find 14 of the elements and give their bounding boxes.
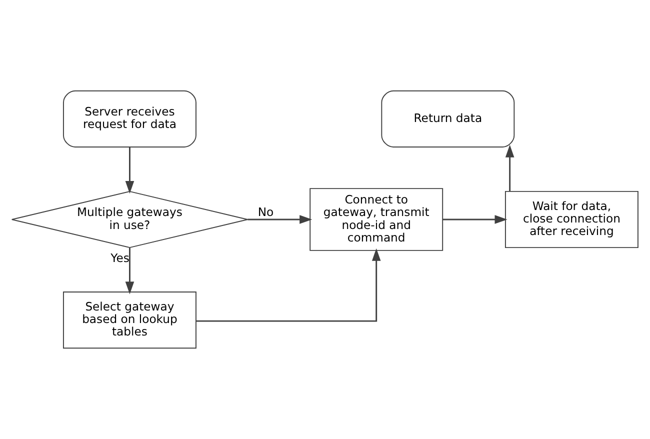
node-box: Select gateway based on lookup tables xyxy=(62,292,196,349)
node-box: Wait for data, close connection after receiving xyxy=(504,190,638,248)
arrow xyxy=(196,248,381,322)
arrow xyxy=(442,215,508,224)
node-box: Server receives request for data xyxy=(62,90,196,148)
arrow xyxy=(248,215,312,224)
arrow xyxy=(125,248,134,294)
node-diamond: Multiple gateways in use? xyxy=(11,190,248,248)
edge-label: No xyxy=(258,205,274,220)
edge-label: Yes xyxy=(110,250,130,265)
arrow xyxy=(505,144,514,192)
node-box: Connect to gateway, transmit node-id and command xyxy=(310,188,444,251)
node-box: Return data xyxy=(381,90,515,148)
arrow xyxy=(125,147,134,194)
